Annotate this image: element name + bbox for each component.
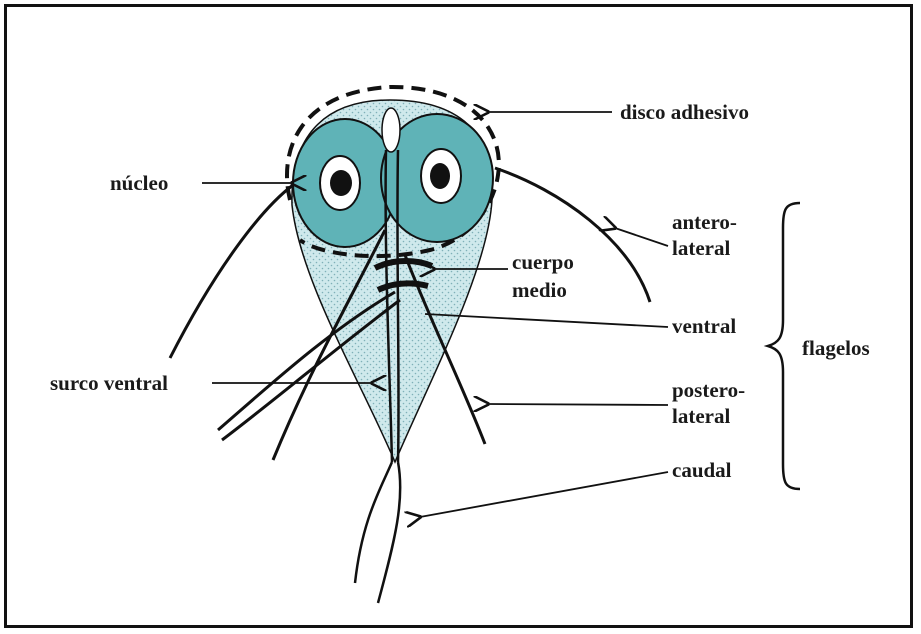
flagelos-brace	[768, 203, 800, 489]
label-ventral: ventral	[672, 314, 736, 338]
label-nucleo: núcleo	[110, 171, 168, 195]
label-surco-ventral: surco ventral	[50, 371, 168, 395]
label-postero-lateral: lateral	[672, 404, 730, 428]
label-caudal: caudal	[672, 458, 732, 482]
basal-body	[382, 108, 400, 152]
label-postero: postero-	[672, 378, 745, 402]
label-cuerpo: cuerpo	[512, 250, 574, 274]
label-antero-lateral: lateral	[672, 236, 730, 260]
label-flagelos: flagelos	[802, 336, 870, 360]
label-disco-adhesivo: disco adhesivo	[620, 100, 749, 124]
label-medio: medio	[512, 278, 567, 302]
label-antero: antero-	[672, 210, 737, 234]
